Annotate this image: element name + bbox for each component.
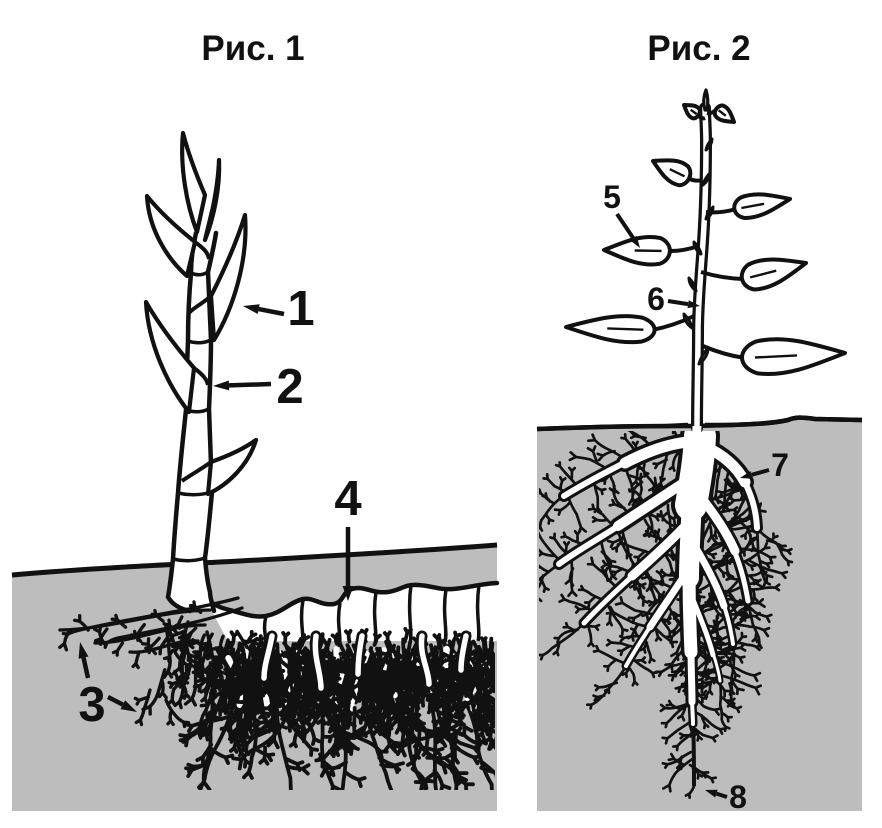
svg-text:3: 3 <box>78 678 105 732</box>
svg-text:7: 7 <box>771 447 789 483</box>
svg-text:5: 5 <box>603 179 621 215</box>
svg-text:8: 8 <box>729 779 747 815</box>
svg-text:Рис. 1: Рис. 1 <box>201 29 304 68</box>
svg-text:6: 6 <box>647 281 665 317</box>
svg-text:2: 2 <box>276 360 303 414</box>
svg-text:1: 1 <box>287 282 314 336</box>
svg-text:Рис. 2: Рис. 2 <box>647 29 750 68</box>
svg-text:4: 4 <box>334 472 361 526</box>
